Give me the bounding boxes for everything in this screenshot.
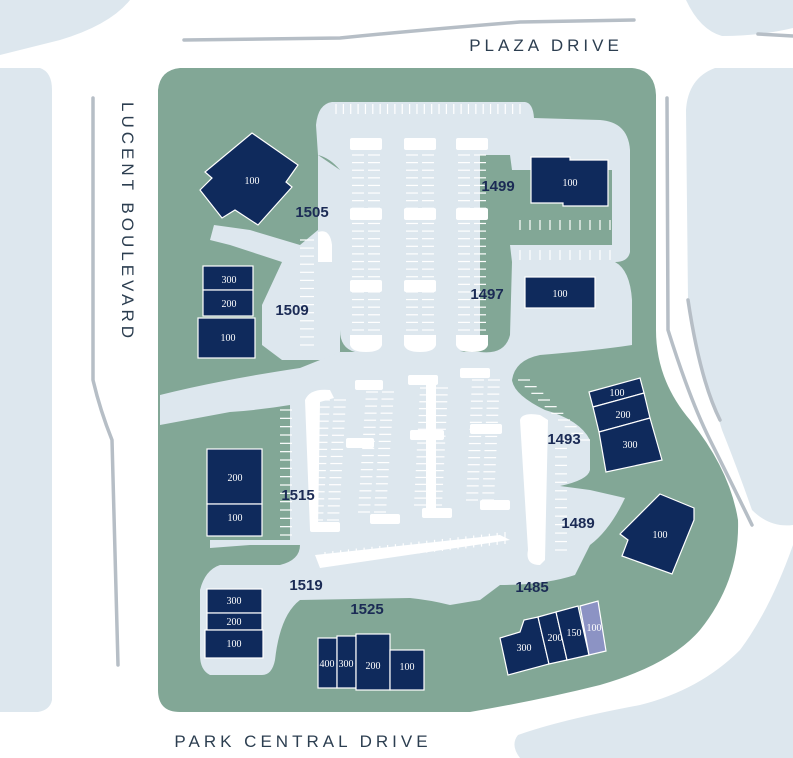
lower-right-area xyxy=(514,545,793,758)
right-road-edge xyxy=(665,96,754,527)
building-1509-number: 1509 xyxy=(275,302,308,319)
suite-1525-200: 200 xyxy=(366,661,381,672)
building-1505[interactable]: 100 1505 xyxy=(199,132,329,226)
suite-1525-100: 100 xyxy=(400,662,415,673)
suite-1489-100: 100 xyxy=(653,530,668,541)
building-1525-number: 1525 xyxy=(350,601,383,618)
suite-1493-100: 100 xyxy=(610,388,625,399)
suite-1525-200-footprint xyxy=(355,633,391,691)
building-1489-footprint xyxy=(619,493,695,575)
building-1485[interactable]: 300 200 150 100 1485 xyxy=(499,579,607,676)
right-road-edge-2 xyxy=(686,298,722,422)
building-1489[interactable]: 100 1489 xyxy=(561,493,695,575)
building-1497-number: 1497 xyxy=(470,286,503,303)
building-1499-footprint xyxy=(530,156,609,207)
suite-1519-300-footprint xyxy=(206,588,263,614)
parking-lot-left-drive xyxy=(210,155,340,360)
main-lot-stalls xyxy=(280,379,590,564)
suite-1515-100-footprint xyxy=(206,503,263,537)
left-open-area xyxy=(0,68,52,712)
suite-1493-300: 300 xyxy=(623,440,638,451)
suite-1515-200: 200 xyxy=(228,473,243,484)
suite-1485-100: 100 xyxy=(587,623,602,634)
suite-1493-200: 200 xyxy=(616,410,631,421)
suite-1485-150: 150 xyxy=(567,628,582,639)
building-1499[interactable]: 100 1499 xyxy=(481,156,609,207)
suite-1497-100: 100 xyxy=(553,289,568,300)
plaza-drive-edge xyxy=(182,18,636,42)
suite-1509-100-footprint xyxy=(197,317,256,359)
suite-1519-100-footprint xyxy=(204,629,264,659)
right-open-area xyxy=(686,68,793,526)
building-1505-number: 1505 xyxy=(295,204,328,221)
building-1497[interactable]: 100 1497 xyxy=(470,276,596,309)
top-lot-islands xyxy=(318,138,488,352)
building-1515-number: 1515 xyxy=(281,487,314,504)
suite-1509-200-footprint xyxy=(202,289,254,317)
suite-1485-200: 200 xyxy=(548,633,563,644)
top-right-area xyxy=(686,0,793,36)
building-1505-footprint xyxy=(199,132,299,226)
building-1499-number: 1499 xyxy=(481,178,514,195)
suite-1493-300-footprint xyxy=(598,417,663,473)
upper-left-corner-area xyxy=(0,0,130,55)
suite-1509-100: 100 xyxy=(221,333,236,344)
suite-1485-100-footprint xyxy=(579,600,607,656)
plaza-drive-edge-right xyxy=(756,32,793,38)
plaza-drive-label: PLAZA DRIVE xyxy=(469,36,623,55)
suite-1509-300: 300 xyxy=(222,275,237,286)
suite-1519-200: 200 xyxy=(227,617,242,628)
building-1497-footprint xyxy=(524,276,596,309)
building-1485-number: 1485 xyxy=(515,579,548,596)
suite-1525-100-footprint xyxy=(389,649,425,691)
top-lot-stalls xyxy=(300,104,611,346)
parking-lot-main xyxy=(160,262,632,675)
suite-1485-300: 300 xyxy=(517,643,532,654)
building-1525[interactable]: 400 300 200 100 1525 xyxy=(317,601,425,691)
suite-1525-400: 400 xyxy=(320,659,335,670)
suite-1515-200-footprint xyxy=(206,448,263,505)
building-1509[interactable]: 300 200 100 1509 xyxy=(197,265,309,359)
suite-1519-300: 300 xyxy=(227,596,242,607)
building-1519-number: 1519 xyxy=(289,577,322,594)
building-1493-number: 1493 xyxy=(547,431,580,448)
suite-1509-200: 200 xyxy=(222,299,237,310)
lucent-boulevard-label: LUCENT BOULEVARD xyxy=(118,102,137,342)
lucent-boulevard-median xyxy=(91,96,120,667)
building-1515[interactable]: 200 100 1515 xyxy=(206,448,315,537)
building-1519[interactable]: 300 200 100 1519 xyxy=(204,577,323,659)
suite-1499-100: 100 xyxy=(563,178,578,189)
building-1493[interactable]: 100 200 300 1493 xyxy=(547,377,663,473)
suite-1525-300: 300 xyxy=(339,659,354,670)
suite-1519-100: 100 xyxy=(227,639,242,650)
suite-1515-100: 100 xyxy=(228,513,243,524)
park-central-drive-label: PARK CENTRAL DRIVE xyxy=(174,732,431,751)
suite-1505-100: 100 xyxy=(245,176,260,187)
building-1489-number: 1489 xyxy=(561,515,594,532)
